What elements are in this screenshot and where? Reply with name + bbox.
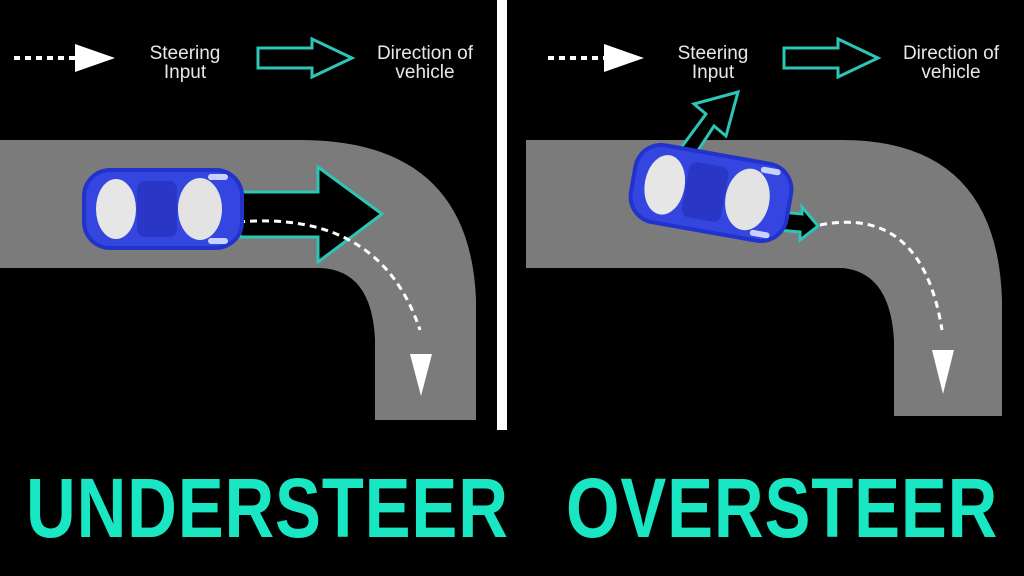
dashed-arrow-icon <box>14 44 115 72</box>
car-icon <box>628 142 794 244</box>
legend-direction-label: Direction of vehicle <box>902 43 1000 83</box>
understeer-panel: Steering Input Direction of vehicle <box>0 0 496 430</box>
outline-arrow-icon <box>782 36 882 80</box>
oversteer-diagram <box>526 36 1002 416</box>
legend-steering-label: Steering Input <box>149 43 221 83</box>
outline-arrow-icon <box>256 36 356 80</box>
panel-divider <box>497 0 507 430</box>
understeer-diagram <box>0 36 476 420</box>
oversteer-panel: Steering Input Direction of vehicle <box>512 0 1024 430</box>
legend-direction-label: Direction of vehicle <box>376 43 474 83</box>
car-icon <box>82 168 244 250</box>
dashed-arrow-icon <box>548 44 644 72</box>
steering-path <box>237 219 432 396</box>
steering-path <box>819 220 954 394</box>
oversteer-title: OVERSTEER <box>566 461 999 555</box>
understeer-title: UNDERSTEER <box>26 461 509 555</box>
legend-steering-label: Steering Input <box>677 43 749 83</box>
